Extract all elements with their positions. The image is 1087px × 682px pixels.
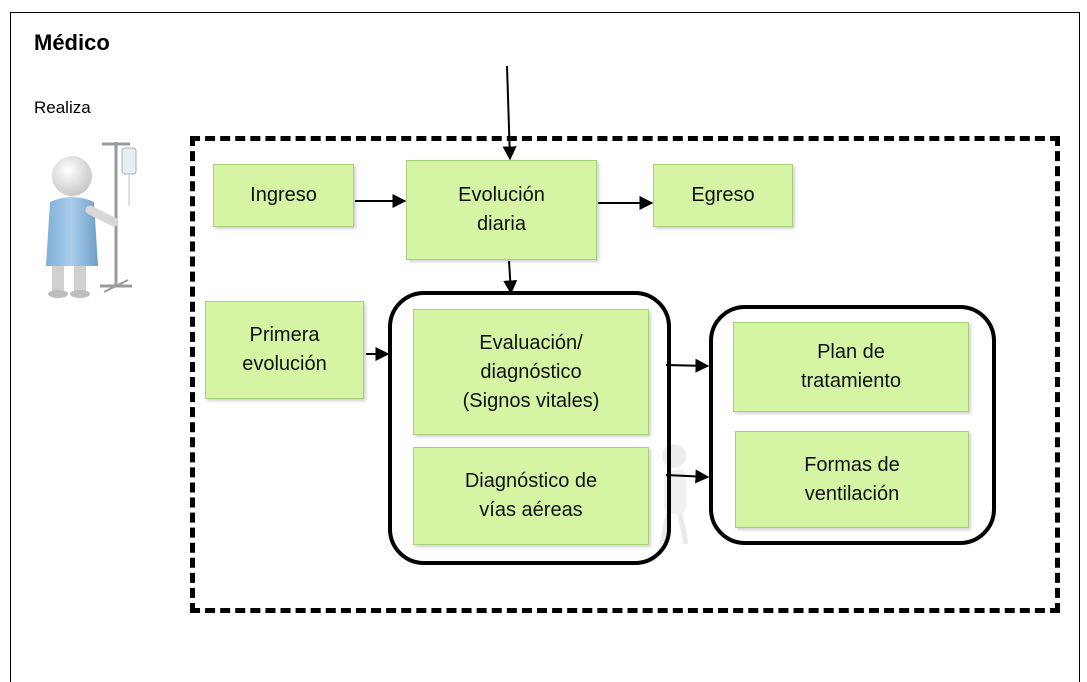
node-evaluacion-diagnostico: Evaluación/ diagnóstico (Signos vitales): [413, 309, 649, 435]
diagnosis-group: [388, 291, 671, 565]
node-evolucion-diaria: Evolución diaria: [406, 160, 597, 260]
actor-action-label: Realiza: [34, 98, 91, 117]
treatment-group: [709, 305, 996, 545]
outer-frame: [10, 12, 1080, 682]
arrow-evaluacion-to-plan: [665, 358, 710, 373]
node-ingreso: Ingreso: [213, 164, 354, 227]
patient-with-iv-stand-icon: [46, 142, 137, 298]
node-primera-evolucion: Primera evolución: [205, 301, 364, 399]
node-diagnostico-vias-aereas: Diagnóstico de vías aéreas: [413, 447, 649, 545]
arrow-entry-to-evolucion: [502, 65, 517, 161]
arrow-vias-to-formas: [665, 469, 710, 484]
node-egreso: Egreso: [653, 164, 793, 227]
process-boundary: [190, 136, 1060, 613]
node-formas-ventilacion: Formas de ventilación: [735, 431, 969, 528]
node-plan-tratamiento: Plan de tratamiento: [733, 322, 969, 412]
page-title: Médico: [34, 30, 110, 55]
arrow-evolucion-to-diagnosis: [503, 260, 518, 295]
